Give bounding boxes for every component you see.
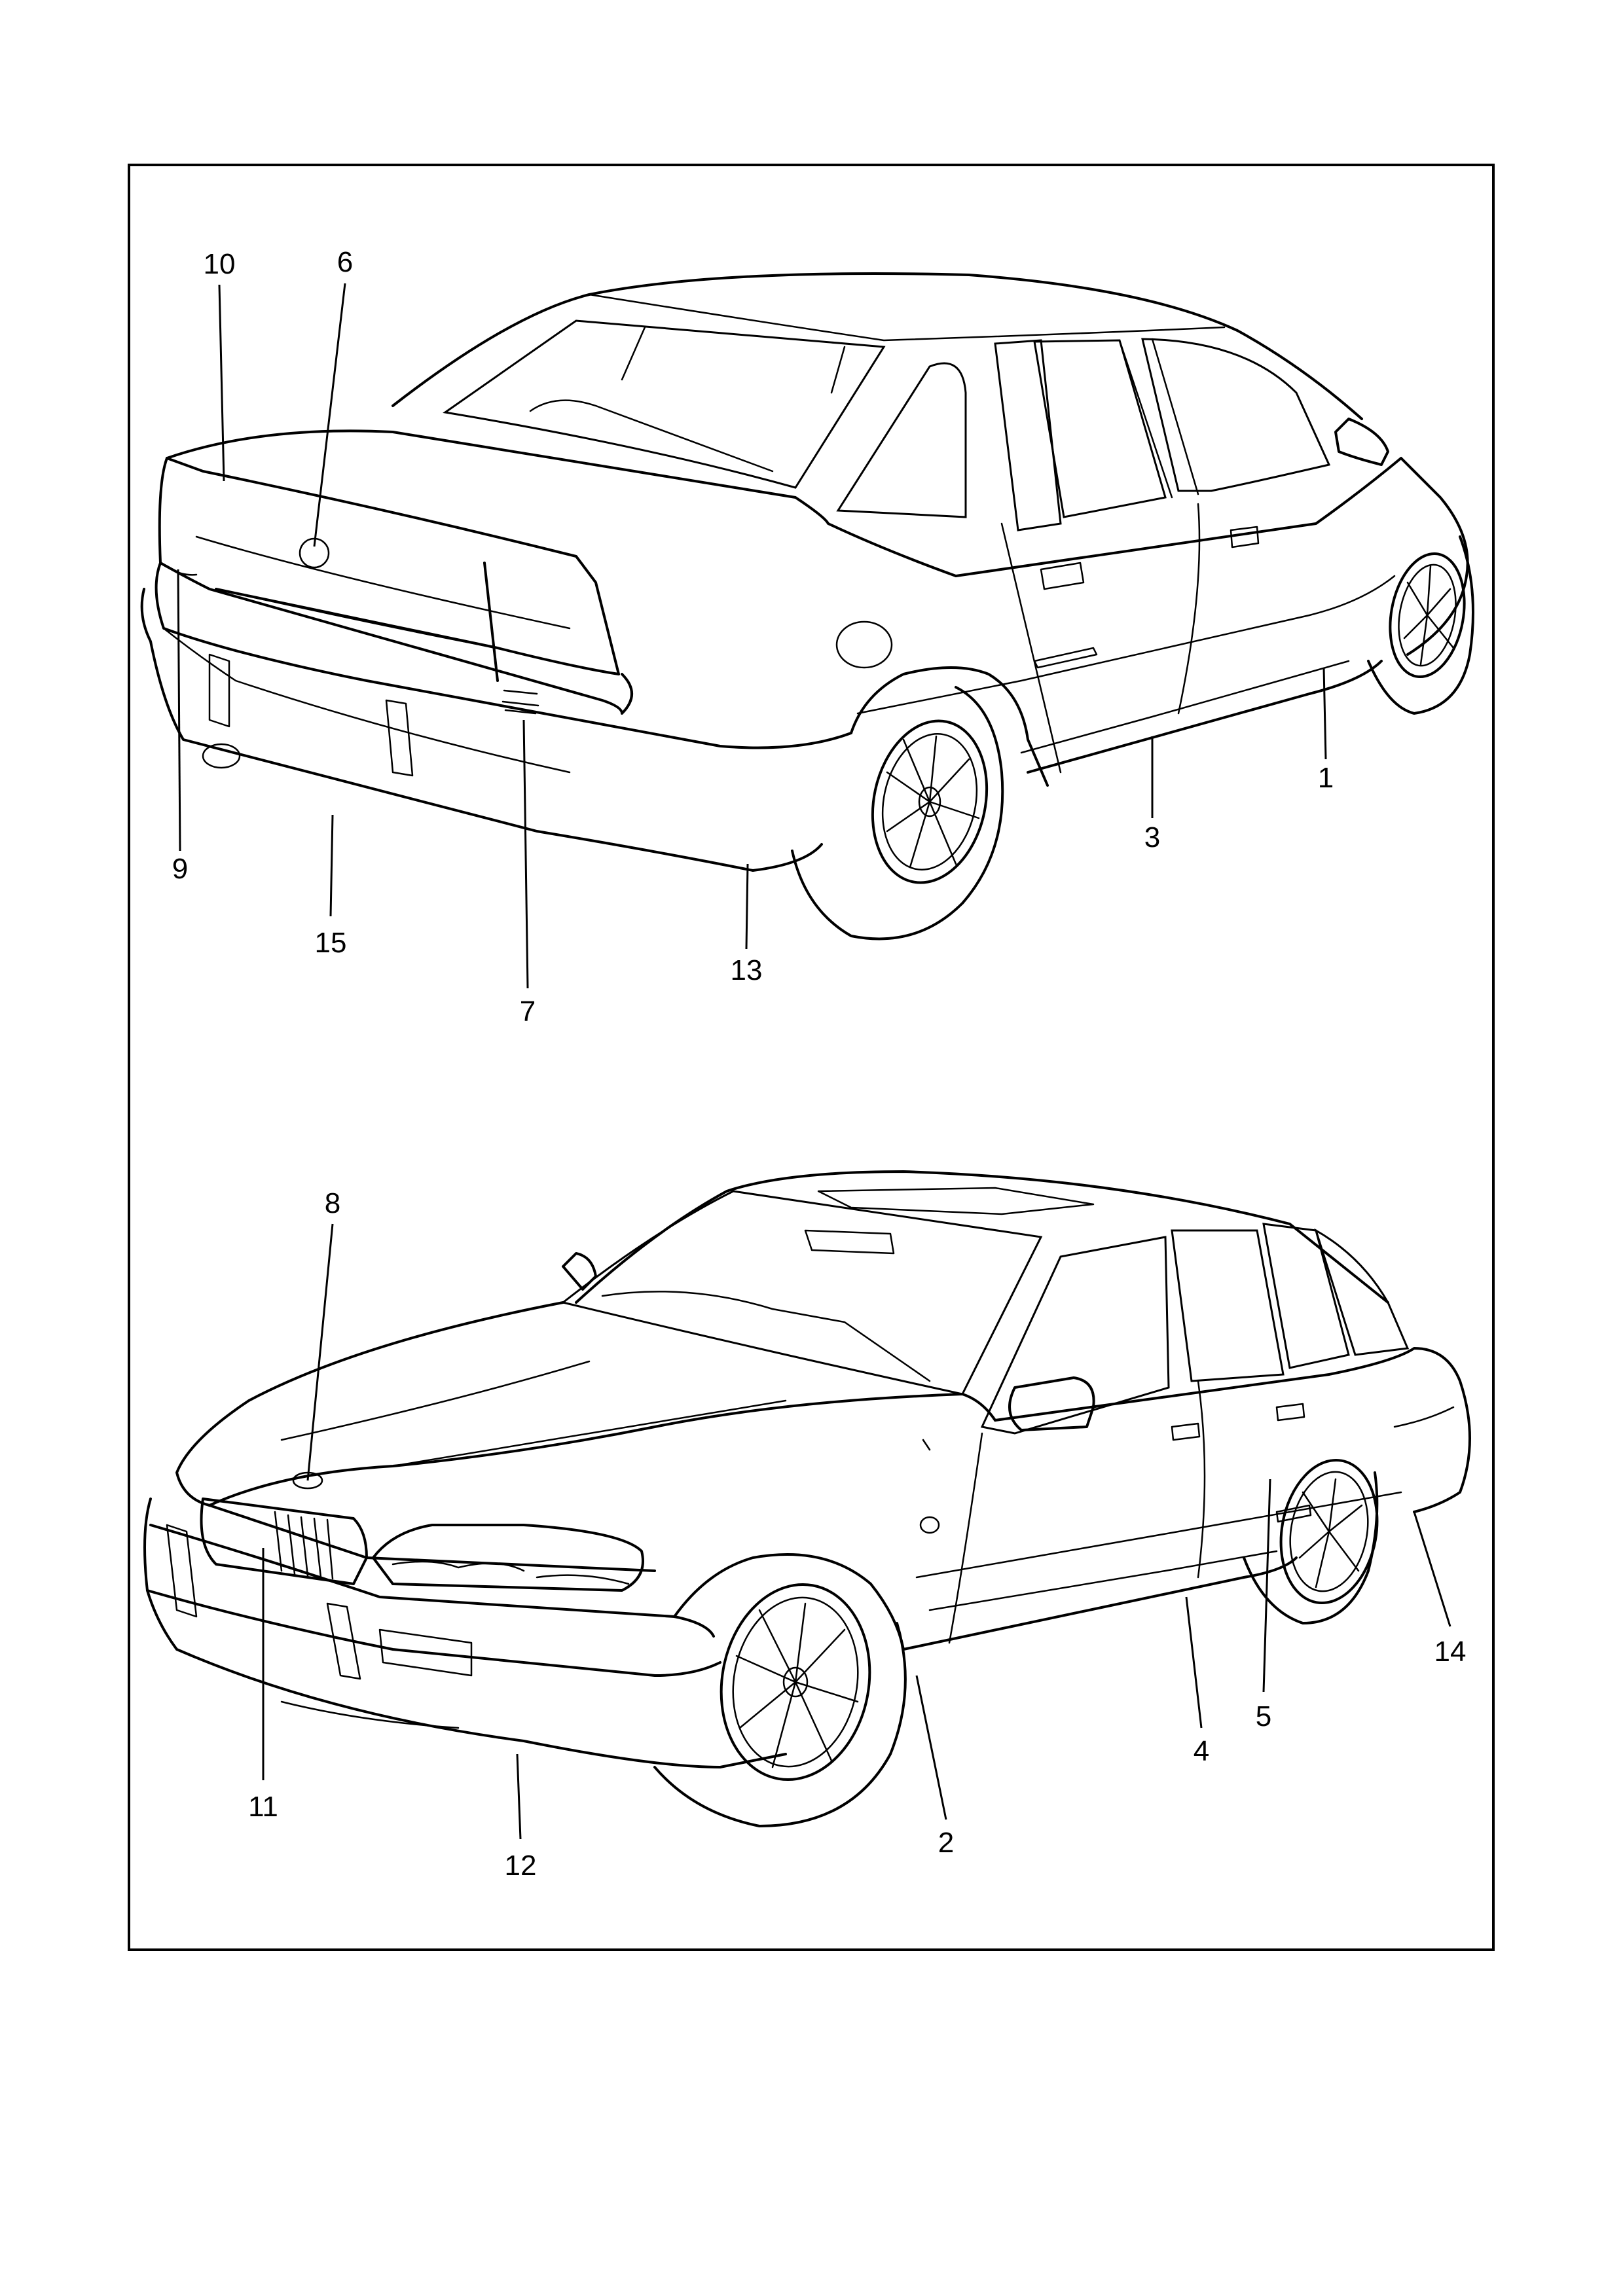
callout-7: 7 [520, 996, 536, 1028]
callouts: 10 6 9 15 7 13 3 1 8 11 12 2 4 5 14 [172, 246, 1467, 1882]
front-view-front-wheel [655, 1573, 905, 1826]
callout-14: 14 [1434, 1636, 1467, 1668]
leader-lines [178, 283, 1450, 1839]
callout-5: 5 [1256, 1700, 1271, 1732]
callout-15: 15 [315, 927, 347, 959]
callout-3: 3 [1144, 821, 1160, 853]
callout-8: 8 [325, 1187, 340, 1219]
callout-11: 11 [248, 1791, 278, 1823]
car-rear-view [142, 274, 1474, 939]
callout-12: 12 [505, 1850, 537, 1882]
rear-view-front-wheel [1368, 537, 1474, 713]
callout-4: 4 [1194, 1735, 1209, 1767]
rear-view-rear-wheel [792, 687, 1002, 939]
callout-10: 10 [204, 248, 236, 280]
callout-9: 9 [172, 853, 188, 885]
callout-1: 1 [1318, 762, 1334, 794]
callout-6: 6 [337, 246, 353, 278]
callout-2: 2 [938, 1827, 954, 1859]
diagram-frame [129, 165, 1493, 1950]
callout-13: 13 [731, 954, 763, 986]
